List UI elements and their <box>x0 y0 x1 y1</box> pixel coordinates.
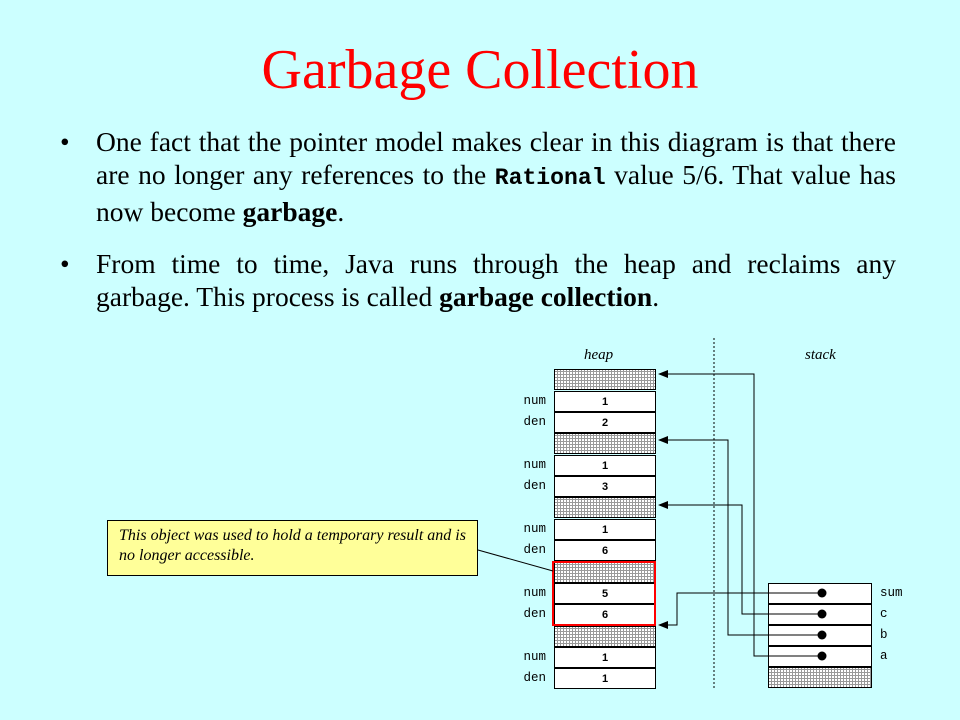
object-header <box>554 497 656 518</box>
num-label: num <box>523 650 546 664</box>
bullet-2-text-1: From time to time, Java runs through the… <box>96 248 896 312</box>
pointer-arrow-c <box>658 501 822 615</box>
bullet-2: • From time to time, Java runs through t… <box>58 247 896 313</box>
num-cell: 1 <box>554 519 656 540</box>
bullet-2-text-2: . <box>652 281 660 312</box>
pointer-dot-icon <box>817 609 827 619</box>
stack-var-label: a <box>880 649 888 663</box>
bullet-1: • One fact that the pointer model makes … <box>58 125 896 228</box>
pointer-dot-icon <box>817 588 827 598</box>
pointer-arrow-b <box>658 436 822 636</box>
den-label: den <box>523 415 546 429</box>
pointer-arrow-a <box>658 370 822 657</box>
stack-var-label: sum <box>880 586 903 600</box>
bullet-1-text-1: One fact that the pointer model makes cl… <box>96 126 896 190</box>
num-label: num <box>523 394 546 408</box>
num-cell: 1 <box>554 391 656 412</box>
object-header <box>554 369 656 390</box>
den-cell: 3 <box>554 476 656 497</box>
heap-label: heap <box>584 347 614 363</box>
num-label: num <box>523 522 546 536</box>
stack-frame-footer <box>768 667 872 688</box>
slide-title: Garbage Collection <box>261 39 699 101</box>
num-label: num <box>523 458 546 472</box>
callout-note: This object was used to hold a temporary… <box>107 520 478 576</box>
den-label: den <box>523 543 546 557</box>
bullet-1-bold: garbage <box>242 196 338 227</box>
num-cell: 1 <box>554 647 656 668</box>
bullet-dot-icon: • <box>60 248 70 279</box>
den-label: den <box>523 607 546 621</box>
den-label: den <box>523 671 546 685</box>
object-header <box>554 433 656 454</box>
bullet-2-bold: garbage collection <box>439 281 653 312</box>
object-header <box>554 562 656 583</box>
stack-var-label: c <box>880 607 888 621</box>
pointer-arrow-sum <box>658 592 822 629</box>
den-cell: 2 <box>554 412 656 433</box>
den-cell: 1 <box>554 668 656 689</box>
callout-pointer <box>477 549 554 572</box>
pointer-dot-icon <box>817 651 827 661</box>
pointer-dot-icon <box>817 630 827 640</box>
stack-label: stack <box>805 347 836 363</box>
den-label: den <box>523 479 546 493</box>
object-header <box>554 626 656 647</box>
num-label: num <box>523 586 546 600</box>
bullet-1-code: Rational <box>494 165 606 191</box>
bullet-1-text-2: value 5/6. That value has now become <box>96 159 896 227</box>
bullet-list: • One fact that the pointer model makes … <box>58 125 896 332</box>
bullet-dot-icon: • <box>60 126 70 157</box>
num-cell: 1 <box>554 455 656 476</box>
bullet-1-text-3: . <box>337 196 345 227</box>
stack-var-label: b <box>880 628 888 642</box>
den-cell: 6 <box>554 540 656 561</box>
